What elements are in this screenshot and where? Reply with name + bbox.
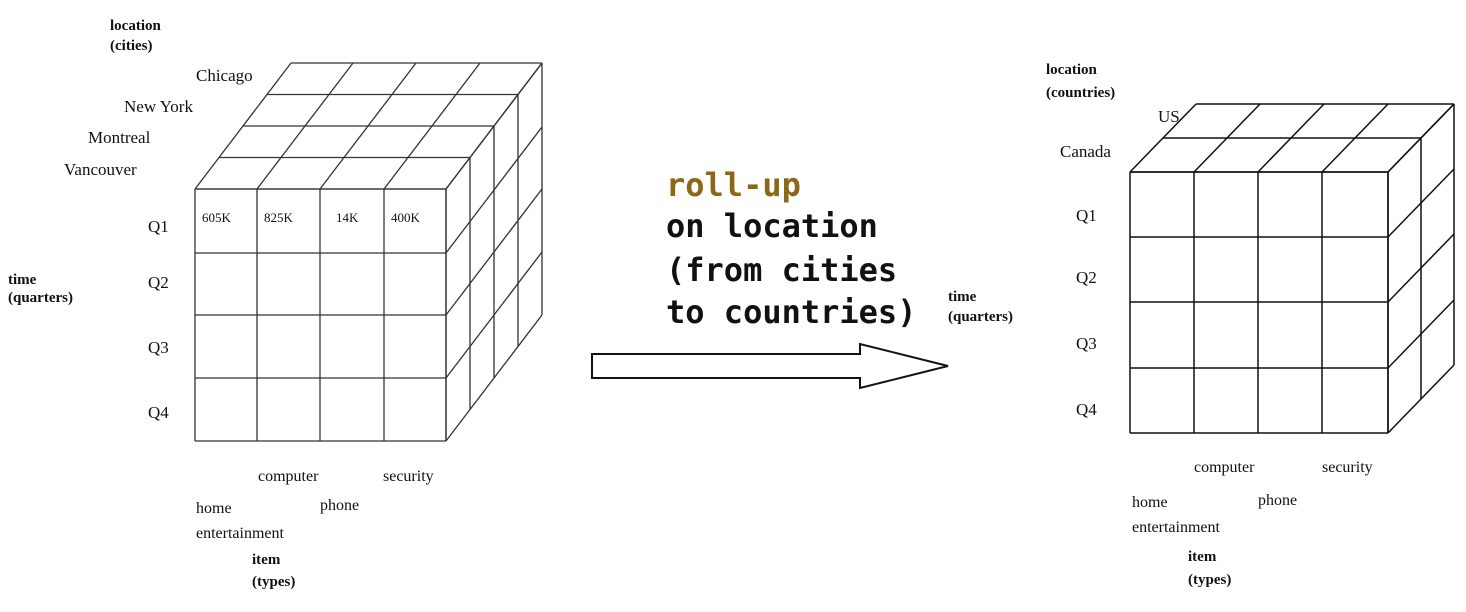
operation-keyword: roll-up [666, 166, 801, 204]
right-item-label: item [1188, 549, 1217, 565]
cube-grid-line [1387, 364, 1455, 434]
cell-value: 825K [264, 210, 294, 225]
item-label: security [1322, 459, 1373, 476]
cube-grid-line [445, 126, 543, 254]
item-label: phone [1258, 492, 1297, 509]
quarter-label: Q4 [1076, 400, 1097, 419]
right-time-label: time [948, 289, 977, 305]
cube-grid-line [1387, 233, 1455, 303]
item-label: home [1132, 494, 1168, 511]
cube-grid-line [1387, 103, 1455, 173]
operation-line: to countries) [666, 293, 916, 331]
cell-value: 400K [391, 210, 421, 225]
cube-grid-line [194, 62, 292, 190]
cube-grid-line [1129, 103, 1197, 173]
item-label: home [196, 500, 232, 517]
cube-grid-line [1387, 299, 1455, 369]
cube-grid-line [445, 188, 543, 316]
left-cube [194, 62, 543, 442]
city-label: Montreal [88, 128, 151, 147]
item-label: phone [320, 497, 359, 514]
item-label: computer [1194, 459, 1255, 476]
country-label: US [1158, 107, 1180, 126]
item-label: computer [258, 468, 319, 485]
cell-value: 605K [202, 210, 232, 225]
quarter-label: Q2 [1076, 268, 1097, 287]
roll-up-arrow [591, 342, 949, 390]
item-label: entertainment [1132, 519, 1221, 536]
cube-grid-line [445, 62, 543, 190]
quarter-label: Q1 [1076, 206, 1097, 225]
operation-line: on location [666, 207, 878, 245]
cube-grid-line [1321, 103, 1389, 173]
quarter-label: Q2 [148, 273, 169, 292]
right-time-sublabel: (quarters) [948, 309, 1013, 325]
right-item-sublabel: (types) [1188, 572, 1231, 588]
left-item-label: item [252, 552, 281, 568]
left-location-label: location [110, 18, 161, 34]
country-label: Canada [1060, 142, 1111, 161]
cube-grid-line [445, 251, 543, 379]
left-location-sublabel: (cities) [110, 38, 152, 54]
quarter-label: Q4 [148, 403, 169, 422]
operation-line: (from cities [666, 251, 897, 289]
right-location-sublabel: (countries) [1046, 85, 1115, 101]
left-time-label: time [8, 272, 37, 288]
city-label: New York [124, 97, 193, 116]
cube-grid-line [1257, 103, 1325, 173]
item-label: security [383, 468, 434, 485]
city-label: Vancouver [64, 160, 137, 179]
city-label: Chicago [196, 66, 253, 85]
left-time-sublabel: (quarters) [8, 290, 73, 306]
quarter-label: Q1 [148, 217, 169, 236]
cell-value: 14K [336, 210, 359, 225]
cube-grid-line [383, 62, 481, 190]
cube-grid-line [319, 62, 417, 190]
cube-grid-line [1193, 103, 1261, 173]
quarter-label: Q3 [1076, 334, 1097, 353]
cube-grid-line [445, 314, 543, 442]
right-cube [1129, 103, 1455, 434]
cube-grid-line [256, 62, 354, 190]
cube-grid-line [1387, 168, 1455, 238]
right-location-label: location [1046, 62, 1097, 78]
item-label: entertainment [196, 525, 285, 542]
quarter-label: Q3 [148, 338, 169, 357]
left-item-sublabel: (types) [252, 574, 295, 590]
